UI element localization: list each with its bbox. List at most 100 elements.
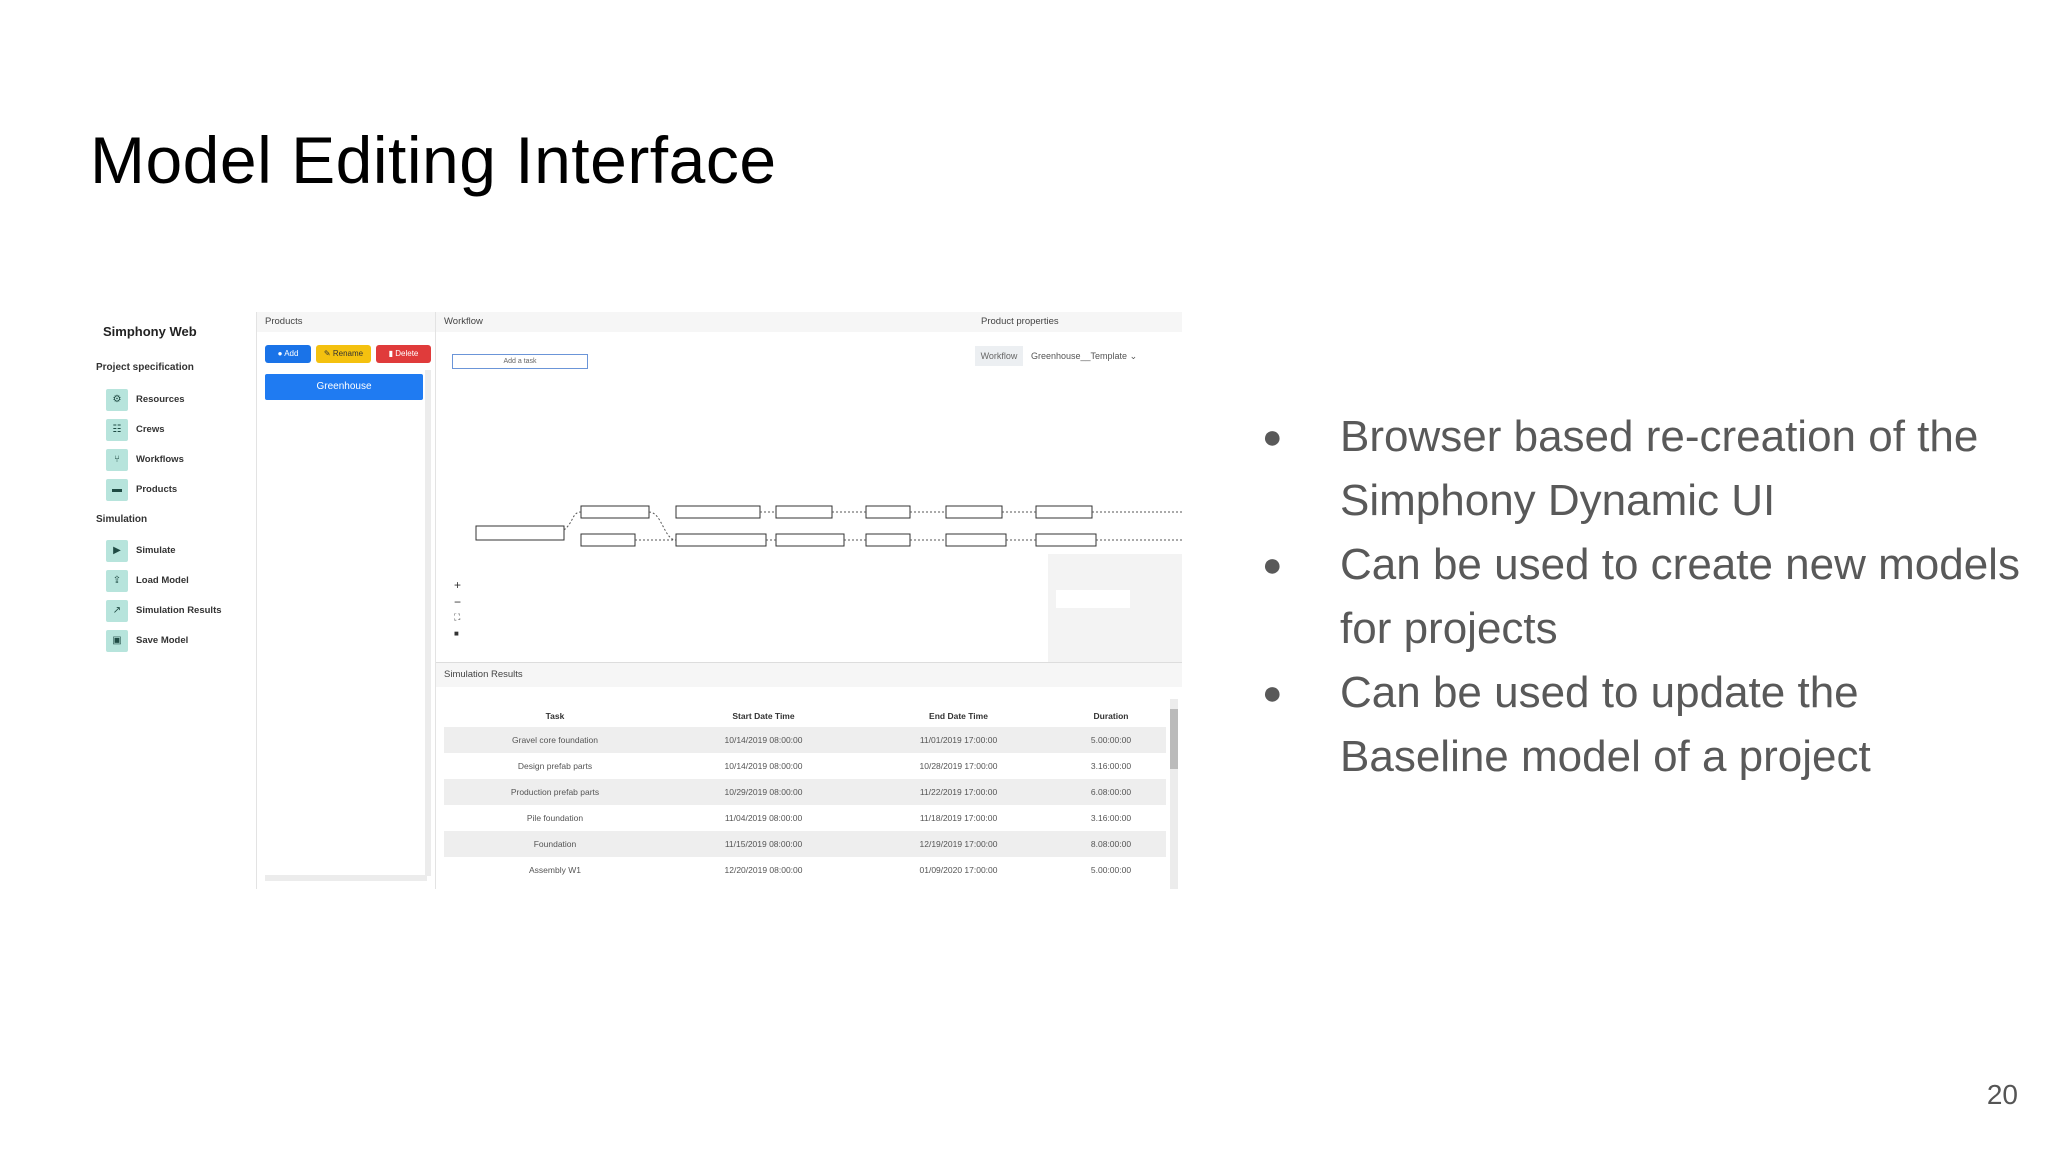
table-row[interactable]: Assembly W1 12/20/2019 08:00:00 01/09/20… <box>444 857 1166 883</box>
table-cell: 11/15/2019 08:00:00 <box>724 839 803 849</box>
table-row[interactable]: Production prefab parts 10/29/2019 08:00… <box>444 779 1166 805</box>
table-cell: 10/14/2019 08:00:00 <box>724 735 803 745</box>
table-cell: 10/29/2019 08:00:00 <box>724 787 803 797</box>
chart-icon: ↗ <box>106 600 128 622</box>
lock-button[interactable]: ■ <box>454 629 459 638</box>
crew-icon: ☷ <box>106 419 128 441</box>
task-node <box>945 533 1007 547</box>
bullet-item: ● Can be used to update the Baseline mode… <box>1262 661 2022 789</box>
table-cell: Design prefab parts <box>517 761 593 771</box>
product-properties-header: Product properties <box>971 312 1182 332</box>
task-node <box>865 505 911 519</box>
sidebar-item-simulation-results[interactable]: ↗ Simulation Results <box>106 600 246 624</box>
task-node <box>675 505 761 519</box>
table-cell: 11/18/2019 17:00:00 <box>919 813 998 823</box>
app-screenshot: Simphony Web Project specification ⚙ Res… <box>88 312 1182 889</box>
minimap-viewport <box>1056 590 1130 608</box>
table-cell: 5.00:00:00 <box>1090 865 1132 875</box>
sidebar-item-save-model[interactable]: ▣ Save Model <box>106 630 246 654</box>
sidebar-item-label: Resources <box>136 394 185 405</box>
sidebar-item-crews[interactable]: ☷ Crews <box>106 419 246 443</box>
scrollbar-thumb[interactable] <box>1170 709 1178 769</box>
add-button[interactable]: ● Add <box>265 345 311 363</box>
table-cell: Gravel core foundation <box>512 735 598 745</box>
workflow-select-row: Workflow Greenhouse__Template ⌄ <box>971 344 1182 368</box>
product-item-greenhouse[interactable]: Greenhouse <box>265 374 423 400</box>
table-cell: 3.16:00:00 <box>1090 813 1132 823</box>
table-cell: 10/28/2019 17:00:00 <box>919 761 998 771</box>
workflow-select[interactable]: Greenhouse__Template ⌄ <box>1031 346 1137 366</box>
table-row[interactable]: Foundation 11/15/2019 08:00:00 12/19/201… <box>444 831 1166 857</box>
simulation-results-panel: Simulation Results Task Start Date Time … <box>436 662 1182 889</box>
results-scrollbar[interactable] <box>1170 699 1178 889</box>
zoom-in-button[interactable]: + <box>454 578 462 592</box>
table-row[interactable]: Pile foundation 11/04/2019 08:00:00 11/1… <box>444 805 1166 831</box>
sidebar-item-label: Load Model <box>136 575 189 586</box>
products-h-scrollbar[interactable] <box>265 875 427 881</box>
task-node <box>475 525 565 541</box>
sidebar-item-workflows[interactable]: ⑂ Workflows <box>106 449 246 473</box>
slide-title: Model Editing Interface <box>90 123 777 197</box>
rename-button[interactable]: ✎ Rename <box>316 345 371 363</box>
task-node <box>865 533 911 547</box>
delete-button[interactable]: ▮ Delete <box>376 345 431 363</box>
workflow-edge <box>563 511 582 531</box>
bullet-dot: ● <box>1262 546 1283 584</box>
table-cell: Pile foundation <box>526 813 584 823</box>
sidebar-item-label: Save Model <box>136 635 189 646</box>
column-header[interactable]: Duration <box>1093 711 1129 721</box>
sidebar-item-resources[interactable]: ⚙ Resources <box>106 389 246 413</box>
sidebar-item-simulate[interactable]: ▶ Simulate <box>106 540 246 564</box>
add-button-label: Add <box>284 349 299 358</box>
gear-icon: ⚙ <box>106 389 128 411</box>
results-table: Task Start Date Time End Date Time Durat… <box>444 703 1166 883</box>
products-header: Products <box>257 312 435 332</box>
table-cell: 10/14/2019 08:00:00 <box>724 761 803 771</box>
bullet-item: ●Can be used to create new models for pr… <box>1262 533 2022 661</box>
table-header-row: Task Start Date Time End Date Time Durat… <box>444 703 1166 727</box>
column-header[interactable]: Start Date Time <box>732 711 795 721</box>
column-header[interactable]: Task <box>545 711 565 721</box>
table-cell: 11/22/2019 17:00:00 <box>919 787 998 797</box>
sidebar-item-load-model[interactable]: ⇪ Load Model <box>106 570 246 594</box>
rename-button-label: Rename <box>332 349 364 358</box>
minimap[interactable] <box>1048 554 1182 662</box>
workflow-panel: Workflow Add a task Product properties W… <box>436 312 1182 662</box>
table-cell: Foundation <box>533 839 577 849</box>
box-icon: ▬ <box>106 479 128 501</box>
section-project-specification: Project specification <box>96 362 194 373</box>
bullet-text: Can be used to update the Baseline model… <box>1340 668 1871 781</box>
sidebar-item-label: Crews <box>136 424 165 435</box>
table-row[interactable]: Design prefab parts 10/14/2019 08:00:00 … <box>444 753 1166 779</box>
task-node <box>945 505 1003 519</box>
table-cell: 12/20/2019 08:00:00 <box>724 865 803 875</box>
bullet-dot: ● <box>1262 674 1283 712</box>
products-scrollbar[interactable] <box>425 370 431 876</box>
zoom-out-button[interactable]: − <box>454 595 462 609</box>
workflow-select-key: Workflow <box>975 346 1023 366</box>
chevron-down-icon: ⌄ <box>1129 351 1138 361</box>
sidebar-item-label: Simulate <box>136 545 176 556</box>
task-node <box>580 505 650 519</box>
upload-icon: ⇪ <box>106 570 128 592</box>
simulation-results-header: Simulation Results <box>436 663 1182 687</box>
table-cell: 01/09/2020 17:00:00 <box>919 865 998 875</box>
sidebar-item-label: Simulation Results <box>136 605 222 616</box>
sidebar-item-products[interactable]: ▬ Products <box>106 479 246 503</box>
task-node <box>775 505 833 519</box>
products-panel: Products ● Add ✎ Rename ▮ Delete Greenho… <box>256 312 436 889</box>
task-node <box>675 533 767 547</box>
fit-view-button[interactable]: ⛶ <box>454 612 461 622</box>
bullet-text: Browser based re-creation of the Simphon… <box>1340 412 1979 525</box>
column-header[interactable]: End Date Time <box>929 711 988 721</box>
sidebar-item-label: Workflows <box>136 454 184 465</box>
save-icon: ▣ <box>106 630 128 652</box>
task-node <box>580 533 636 547</box>
table-cell: 11/04/2019 08:00:00 <box>724 813 803 823</box>
app-brand: Simphony Web <box>103 324 197 339</box>
table-row[interactable]: Gravel core foundation 10/14/2019 08:00:… <box>444 727 1166 753</box>
table-cell: Production prefab parts <box>510 787 600 797</box>
add-task-input[interactable]: Add a task <box>452 354 588 369</box>
sidebar-item-label: Products <box>136 484 178 495</box>
workflow-graph[interactable] <box>436 312 1182 662</box>
